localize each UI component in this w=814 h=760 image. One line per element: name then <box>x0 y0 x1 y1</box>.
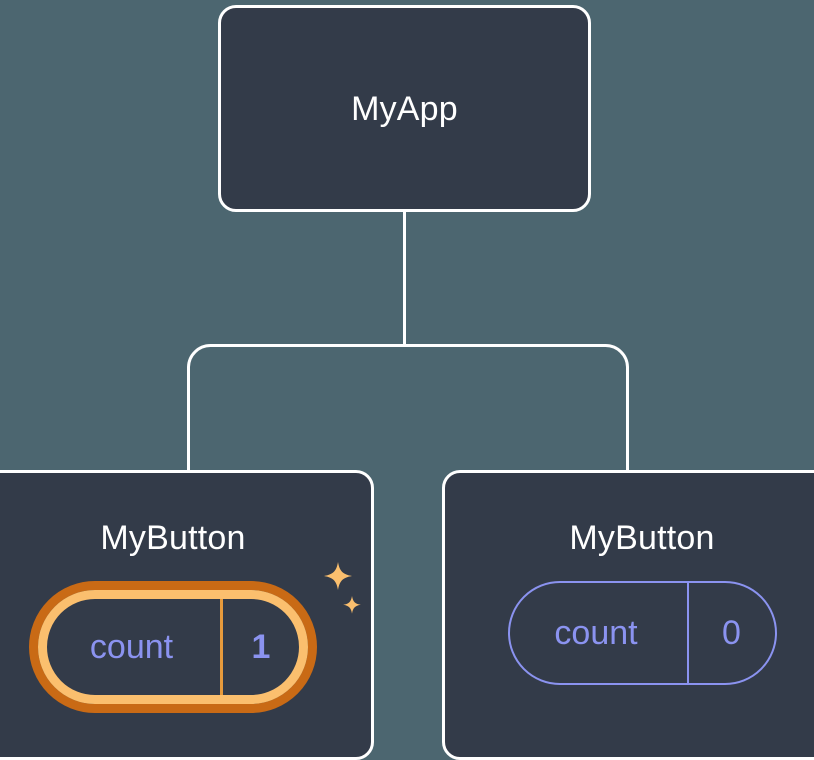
node-myapp[interactable]: MyApp <box>218 5 591 212</box>
diagram-canvas: MyApp MyButton count 1 MyButton count 0 <box>0 5 814 760</box>
state-pill-inner: count 1 <box>38 590 308 704</box>
state-key-label: count <box>89 628 174 666</box>
state-pill-count-0[interactable]: count 0 <box>507 581 777 685</box>
state-key-label: count <box>554 614 638 652</box>
node-mybutton-right-label: MyButton <box>569 519 715 557</box>
edge-app-to-children <box>187 211 629 470</box>
node-mybutton-left[interactable]: MyButton count 1 <box>0 470 374 760</box>
node-mybutton-right[interactable]: MyButton count 0 <box>442 470 814 760</box>
state-value-label: 0 <box>686 583 775 683</box>
state-pill-count-1[interactable]: count 1 <box>29 581 317 713</box>
state-pill-left-wrap: count 1 <box>29 581 317 713</box>
state-pill-right-wrap: count 0 <box>507 581 777 685</box>
state-value-label: 1 <box>220 599 299 695</box>
node-myapp-label: MyApp <box>351 89 458 128</box>
node-mybutton-left-label: MyButton <box>100 519 246 557</box>
